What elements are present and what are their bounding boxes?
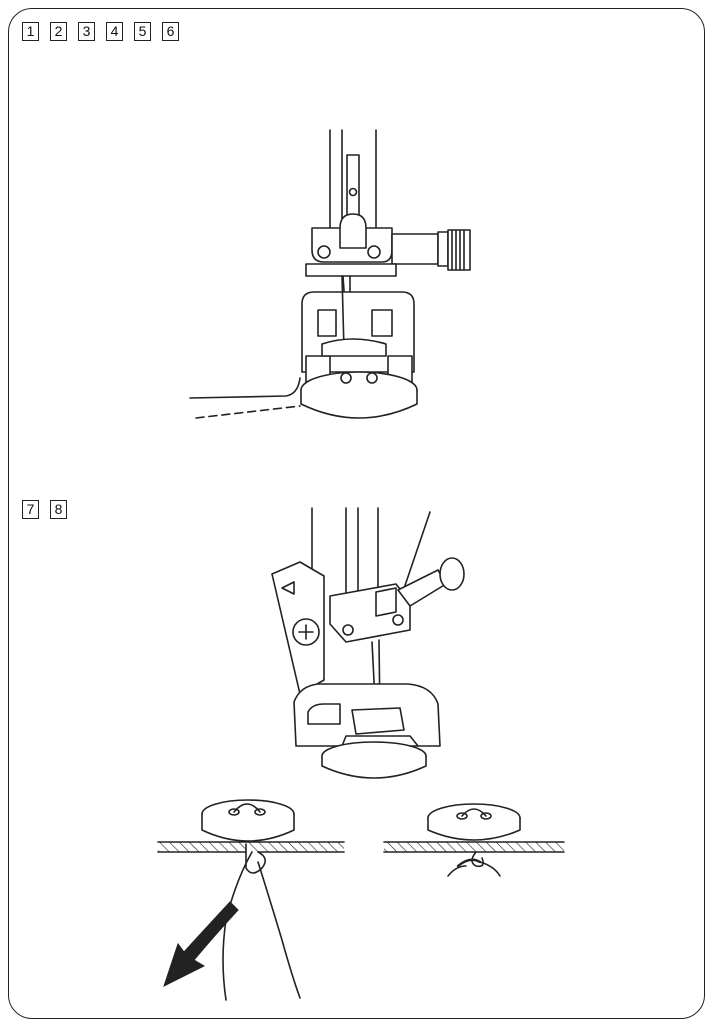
step-label-6: 6 xyxy=(162,22,179,41)
knot-tail-left-end xyxy=(447,865,467,877)
step-label-7: 7 xyxy=(22,500,39,519)
pull-direction-arrow-icon xyxy=(163,901,239,987)
clamp-base xyxy=(305,263,397,277)
button-side xyxy=(427,817,521,841)
page-frame xyxy=(8,8,705,1019)
step-label-3: 3 xyxy=(78,22,95,41)
clamp-screw-left xyxy=(317,245,331,259)
thread-tail-right xyxy=(257,861,301,999)
thread-tail xyxy=(189,377,301,399)
needle-bar xyxy=(346,154,360,216)
needle-clamp-slot xyxy=(339,213,367,249)
shank-thread xyxy=(245,843,266,874)
button-side xyxy=(300,389,418,419)
top-foot-illustration xyxy=(189,129,471,419)
step-labels-top: 1 2 3 4 5 6 xyxy=(22,22,179,41)
knot-tail-right xyxy=(479,861,501,877)
button-thread-loop xyxy=(461,808,487,817)
button-side xyxy=(321,755,427,779)
knot-tail-left xyxy=(456,858,482,868)
button-side xyxy=(201,813,295,842)
thread-tail-dashed xyxy=(195,405,301,419)
fabric-hatch xyxy=(158,842,344,852)
needle-bar-hole xyxy=(348,187,358,197)
finished-knot-illustration xyxy=(383,803,565,877)
step-label-1: 1 xyxy=(22,22,39,41)
shank-wrap-illustration xyxy=(157,799,345,1001)
thumb-screw-shaft xyxy=(397,569,447,607)
button-thread-loop xyxy=(233,803,261,813)
thumb-screw-shaft xyxy=(391,233,439,265)
step-label-5: 5 xyxy=(134,22,151,41)
middle-foot-illustration xyxy=(271,507,465,779)
thumb-screw-collar xyxy=(437,231,449,267)
clamp-screw-right xyxy=(367,245,381,259)
thread-tail-left xyxy=(222,851,253,1001)
step-label-8: 8 xyxy=(50,500,67,519)
thumb-screw-knob xyxy=(439,557,465,591)
step-label-2: 2 xyxy=(50,22,67,41)
needle-clamp xyxy=(329,583,411,643)
step-label-4: 4 xyxy=(106,22,123,41)
step-labels-bottom: 7 8 xyxy=(22,500,67,519)
fabric-hatch xyxy=(384,842,564,852)
